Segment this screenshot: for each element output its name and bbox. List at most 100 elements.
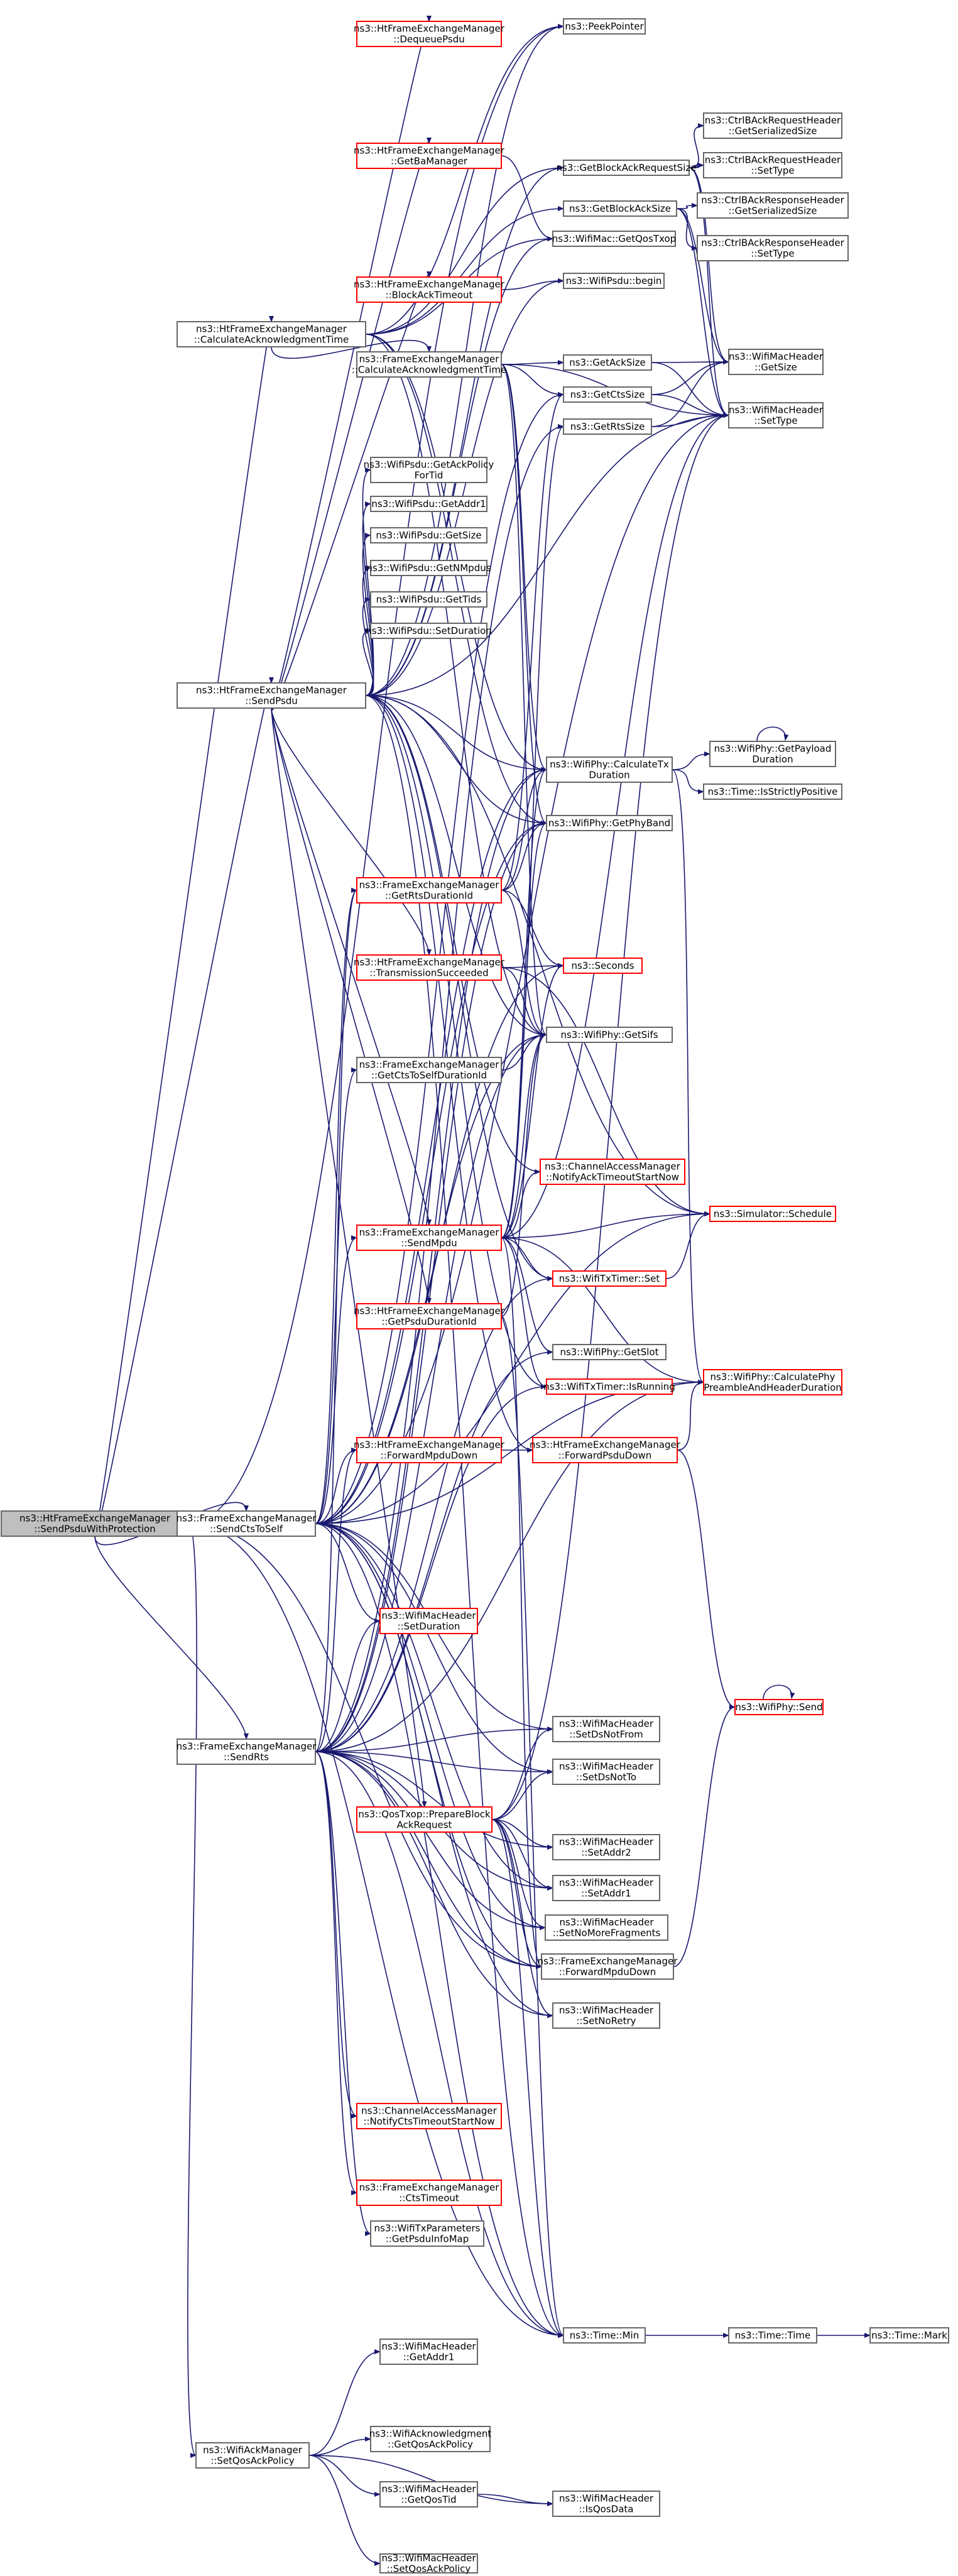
node-barSize[interactable]: ns3::GetBlockAckRequestSize bbox=[557, 160, 697, 176]
node-dequeue[interactable]: ns3::HtFrameExchangeManager::DequeuePsdu bbox=[354, 21, 505, 47]
node-label-line: ns3::WifiMacHeader bbox=[381, 1610, 476, 1622]
node-getCtsSelfDur[interactable]: ns3::FrameExchangeManager::GetCtsToSelfD… bbox=[356, 1057, 502, 1083]
node-label-line: ns3::WifiPsdu::GetAddr1 bbox=[371, 498, 486, 510]
node-txTimerSet[interactable]: ns3::WifiTxTimer::Set bbox=[552, 1270, 667, 1287]
node-sendRts[interactable]: ns3::FrameExchangeManager::SendRts bbox=[177, 1738, 317, 1765]
node-psduTids[interactable]: ns3::WifiPsdu::GetTids bbox=[370, 591, 487, 608]
node-macSetDur[interactable]: ns3::WifiMacHeader::SetDuration bbox=[379, 1608, 478, 1634]
node-box bbox=[356, 351, 502, 378]
node-htFwdMpdu[interactable]: ns3::HtFrameExchangeManager::ForwardMpdu… bbox=[354, 1437, 505, 1463]
node-label-line: ns3::HtFrameExchangeManager bbox=[196, 685, 347, 696]
node-box bbox=[177, 682, 366, 709]
node-root[interactable]: ns3::HtFrameExchangeManager::SendPsduWit… bbox=[1, 1510, 189, 1537]
node-getQosAck[interactable]: ns3::WifiAcknowledgment::GetQosAckPolicy bbox=[369, 2426, 492, 2452]
node-setNoMoreFrag[interactable]: ns3::WifiMacHeader::SetNoMoreFragments bbox=[545, 1914, 668, 1941]
node-setDsNotFrom[interactable]: ns3::WifiMacHeader::SetDsNotFrom bbox=[552, 1716, 660, 1742]
node-label-line: ::CtsTimeout bbox=[399, 2193, 459, 2204]
node-strictPos[interactable]: ns3::Time::IsStrictlyPositive bbox=[703, 783, 842, 800]
node-baType[interactable]: ns3::CtrlBAckResponseHeader::SetType bbox=[697, 235, 849, 261]
node-sifs[interactable]: ns3::WifiPhy::GetSifs bbox=[546, 1027, 673, 1043]
node-psduInfoMap[interactable]: ns3::WifiTxParameters::GetPsduInfoMap bbox=[370, 2220, 484, 2247]
node-psduSize[interactable]: ns3::WifiPsdu::GetSize bbox=[370, 527, 487, 543]
edge-root-to-setQosAck bbox=[187, 1523, 197, 2458]
node-setNoRetry[interactable]: ns3::WifiMacHeader::SetNoRetry bbox=[552, 2002, 660, 2029]
node-box bbox=[356, 1806, 493, 1833]
edge-htCalcAck-to-peek bbox=[365, 24, 564, 335]
node-macGetAddr1[interactable]: ns3::WifiMacHeader::GetAddr1 bbox=[379, 2339, 478, 2365]
node-box bbox=[356, 143, 502, 169]
node-ctsTimeout[interactable]: ns3::FrameExchangeManager::CtsTimeout bbox=[356, 2180, 502, 2206]
node-seconds[interactable]: ns3::Seconds bbox=[563, 958, 643, 974]
node-notifyAck[interactable]: ns3::ChannelAccessManager::NotifyAckTime… bbox=[540, 1159, 685, 1185]
node-schedule[interactable]: ns3::Simulator::Schedule bbox=[709, 1206, 836, 1222]
edge-sendRts-to-notifyCts bbox=[315, 1751, 357, 2119]
node-label-line: ::ForwardPsduDown bbox=[558, 1450, 652, 1461]
node-peek[interactable]: ns3::PeekPointer bbox=[563, 18, 646, 35]
node-phyBand[interactable]: ns3::WifiPhy::GetPhyBand bbox=[546, 815, 673, 831]
node-label-line: ns3::PeekPointer bbox=[565, 21, 644, 32]
node-label-line: ns3::WifiMac::GetQosTxop bbox=[552, 233, 676, 244]
node-getPsduDur[interactable]: ns3::HtFrameExchangeManager::GetPsduDura… bbox=[354, 1303, 505, 1329]
node-label-line: ns3::WifiPhy::GetSlot bbox=[560, 1346, 658, 1358]
edge-sendCts-to-phyBand bbox=[315, 821, 547, 1524]
node-psduNMpdus[interactable]: ns3::WifiPsdu::GetNMpdus bbox=[366, 560, 491, 576]
node-timeMark[interactable]: ns3::Time::Mark bbox=[869, 2327, 949, 2344]
node-getRtsDur[interactable]: ns3::FrameExchangeManager::GetRtsDuratio… bbox=[356, 877, 502, 903]
node-barType[interactable]: ns3::CtrlBAckRequestHeader::SetType bbox=[703, 152, 842, 178]
node-setQosAckP[interactable]: ns3::WifiMacHeader::SetQosAckPolicy bbox=[379, 2553, 478, 2575]
node-setAddr1[interactable]: ns3::WifiMacHeader::SetAddr1 bbox=[552, 1875, 660, 1901]
function-nodes: ns3::HtFrameExchangeManager::SendPsduWit… bbox=[1, 18, 949, 2575]
node-label-line: ns3::WifiPsdu::SetDuration bbox=[366, 625, 492, 636]
edge-htSendPsdu-to-psduSize bbox=[362, 533, 374, 696]
node-txSucceeded[interactable]: ns3::HtFrameExchangeManager::Transmissio… bbox=[354, 954, 505, 981]
node-htCalcAck[interactable]: ns3::HtFrameExchangeManager::CalculateAc… bbox=[177, 321, 366, 347]
node-ctsSize[interactable]: ns3::GetCtsSize bbox=[563, 386, 652, 403]
node-timeTime[interactable]: ns3::Time::Time bbox=[728, 2327, 817, 2344]
node-getQosTid[interactable]: ns3::WifiMacHeader::GetQosTid bbox=[379, 2481, 478, 2508]
edge-htCalcAck-to-feCalcAck bbox=[271, 340, 432, 359]
node-baSer[interactable]: ns3::CtrlBAckResponseHeader::GetSerializ… bbox=[697, 192, 849, 219]
node-setAddr2[interactable]: ns3::WifiMacHeader::SetAddr2 bbox=[552, 1834, 660, 1860]
node-sendCts[interactable]: ns3::FrameExchangeManager::SendCtsToSelf bbox=[177, 1510, 317, 1537]
node-preamble[interactable]: ns3::WifiPhy::CalculatePhyPreambleAndHea… bbox=[703, 1369, 842, 1395]
node-box bbox=[728, 349, 824, 375]
edge-sendRts-to-setNoMoreFrag bbox=[315, 1751, 546, 1930]
node-box bbox=[370, 2426, 491, 2452]
node-macSetType[interactable]: ns3::WifiMacHeader::SetType bbox=[728, 402, 824, 428]
node-timeMin[interactable]: ns3::Time::Min bbox=[563, 2327, 646, 2344]
edge-feSendMpdu-to-txTimerSet bbox=[501, 1237, 553, 1281]
node-psduBegin[interactable]: ns3::WifiPsdu::begin bbox=[563, 273, 665, 289]
node-psduAddr1[interactable]: ns3::WifiPsdu::GetAddr1 bbox=[370, 496, 487, 512]
node-feFwdMpdu[interactable]: ns3::FrameExchangeManager::ForwardMpduDo… bbox=[538, 1953, 678, 1980]
node-slot[interactable]: ns3::WifiPhy::GetSlot bbox=[552, 1344, 667, 1360]
node-feSendMpdu[interactable]: ns3::FrameExchangeManager::SendMpdu bbox=[356, 1225, 502, 1251]
node-htSendPsdu[interactable]: ns3::HtFrameExchangeManager::SendPsdu bbox=[177, 682, 366, 709]
node-barSer[interactable]: ns3::CtrlBAckRequestHeader::GetSerialize… bbox=[703, 112, 842, 139]
node-notifyCts[interactable]: ns3::ChannelAccessManager::NotifyCtsTime… bbox=[356, 2103, 502, 2129]
node-setQosAck[interactable]: ns3::WifiAckManager::SetQosAckPolicy bbox=[195, 2442, 310, 2469]
node-ackSize[interactable]: ns3::GetAckSize bbox=[563, 354, 652, 371]
node-isQosData[interactable]: ns3::WifiMacHeader::IsQosData bbox=[552, 2491, 660, 2517]
node-psduSetDur[interactable]: ns3::WifiPsdu::SetDuration bbox=[366, 623, 492, 639]
node-label-line: ns3::GetRtsSize bbox=[570, 421, 645, 432]
node-qosTxop[interactable]: ns3::WifiMac::GetQosTxop bbox=[552, 231, 676, 247]
node-label-line: ::BlockAckTimeout bbox=[386, 290, 473, 301]
node-baSize[interactable]: ns3::GetBlockAckSize bbox=[563, 200, 677, 217]
node-box bbox=[728, 402, 824, 428]
node-htFwdPsdu[interactable]: ns3::HtFrameExchangeManager::ForwardPsdu… bbox=[530, 1437, 681, 1463]
node-setDsNotTo[interactable]: ns3::WifiMacHeader::SetDsNotTo bbox=[552, 1759, 660, 1785]
node-macGetSize[interactable]: ns3::WifiMacHeader::GetSize bbox=[728, 349, 824, 375]
node-rtsSize[interactable]: ns3::GetRtsSize bbox=[563, 418, 652, 435]
node-phySend[interactable]: ns3::WifiPhy::Send bbox=[734, 1699, 824, 1715]
node-label-line: ns3::WifiMacHeader bbox=[729, 351, 824, 363]
node-feCalcAck[interactable]: ns3::FrameExchangeManager::CalculateAckn… bbox=[352, 351, 506, 378]
edge-htSendPsdu-to-psduBegin bbox=[365, 278, 564, 696]
node-baTimeout[interactable]: ns3::HtFrameExchangeManager::BlockAckTim… bbox=[354, 276, 505, 303]
node-isRunning[interactable]: ns3::WifiTxTimer::IsRunning bbox=[543, 1378, 675, 1395]
node-getBa[interactable]: ns3::HtFrameExchangeManager::GetBaManage… bbox=[354, 143, 505, 169]
